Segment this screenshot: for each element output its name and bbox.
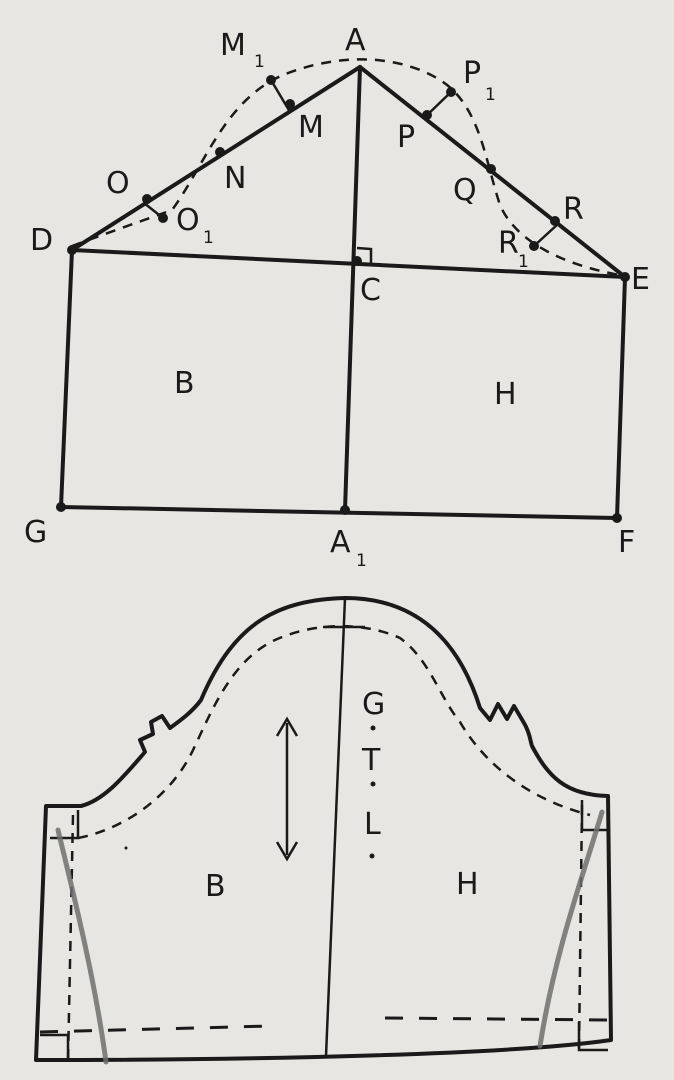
grain-dot-2 (370, 781, 376, 787)
sleeve-outline (34, 596, 613, 1062)
point-A1 (340, 505, 350, 515)
point-M (285, 99, 295, 109)
line-D-E (70, 248, 627, 279)
sleeve-pattern-piece: G T L B H (34, 596, 613, 1065)
point-C (352, 256, 362, 266)
label-A1-sub: 1 (356, 551, 367, 571)
point-G (56, 502, 66, 512)
right-angle-marker (356, 246, 373, 263)
label-G: G (24, 515, 47, 550)
sleeve-center-line (324, 597, 347, 1057)
point-P1 (446, 87, 456, 97)
label-E: E (631, 262, 650, 297)
label-R1: R (498, 226, 519, 261)
label-P1-sub: 1 (485, 85, 496, 105)
grain-dot-1 (370, 725, 376, 731)
sleeve-cap-dashed-curve (71, 58, 626, 278)
point-P (422, 110, 432, 120)
label-A1: A (330, 525, 351, 560)
grain-dot-3 (369, 853, 375, 859)
label-O: O (106, 166, 130, 201)
label-M: M (298, 110, 324, 145)
point-R (550, 216, 560, 226)
point-F (612, 513, 622, 523)
point-Q (486, 164, 496, 174)
grain-letter-G: G (362, 687, 385, 722)
label-M1: M (220, 28, 246, 63)
seam-allowance-dashed-curve (77, 624, 591, 840)
label-C: C (360, 273, 381, 308)
label-M1-sub: 1 (254, 52, 265, 72)
label-Q: Q (453, 173, 477, 208)
point-M1 (266, 75, 276, 85)
grainline-arrow (275, 716, 299, 862)
point-O1 (158, 213, 168, 223)
region-label-B-bottom: B (205, 869, 226, 904)
label-D: D (30, 223, 53, 258)
grain-letter-L: L (364, 807, 381, 842)
sleeve-draft-diagram: A M 1 M P 1 P O N O 1 Q R R 1 D C E G A … (24, 23, 650, 571)
grain-letter-T: T (361, 743, 381, 778)
pencil-stroke-right (537, 809, 605, 1049)
line-E-F (615, 275, 627, 520)
point-N (215, 147, 225, 157)
region-label-B-top: B (174, 366, 195, 401)
stray-dot (124, 846, 128, 850)
label-R: R (563, 192, 584, 227)
line-D-G (59, 248, 74, 509)
line-G-F (59, 505, 619, 520)
label-A: A (345, 23, 366, 58)
tick-R-R1 (533, 223, 559, 247)
point-E (620, 272, 630, 282)
hem-left-dashed (39, 1024, 271, 1034)
pencil-stroke-left (55, 827, 109, 1065)
region-label-H-bottom: H (456, 867, 479, 902)
point-R1 (529, 241, 539, 251)
region-label-H-top: H (494, 377, 517, 412)
label-O1: O (176, 203, 200, 238)
label-O1-sub: 1 (203, 228, 214, 248)
hem-right-dashed (384, 1016, 609, 1022)
corner-mark-bottom-left (40, 1033, 70, 1060)
seam-left-vertical (66, 814, 75, 1063)
corner-mark-top-right (580, 800, 608, 832)
label-P1: P (463, 56, 481, 91)
label-R1-sub: 1 (518, 252, 529, 272)
point-O (142, 194, 152, 204)
label-P: P (397, 120, 415, 155)
line-A-D (70, 65, 362, 252)
label-N: N (224, 161, 246, 196)
label-F: F (618, 525, 635, 560)
seam-right-vertical (577, 804, 584, 1049)
point-D (67, 245, 77, 255)
line-A-A1 (343, 65, 362, 512)
corner-mark-bottom-right (577, 1022, 608, 1052)
